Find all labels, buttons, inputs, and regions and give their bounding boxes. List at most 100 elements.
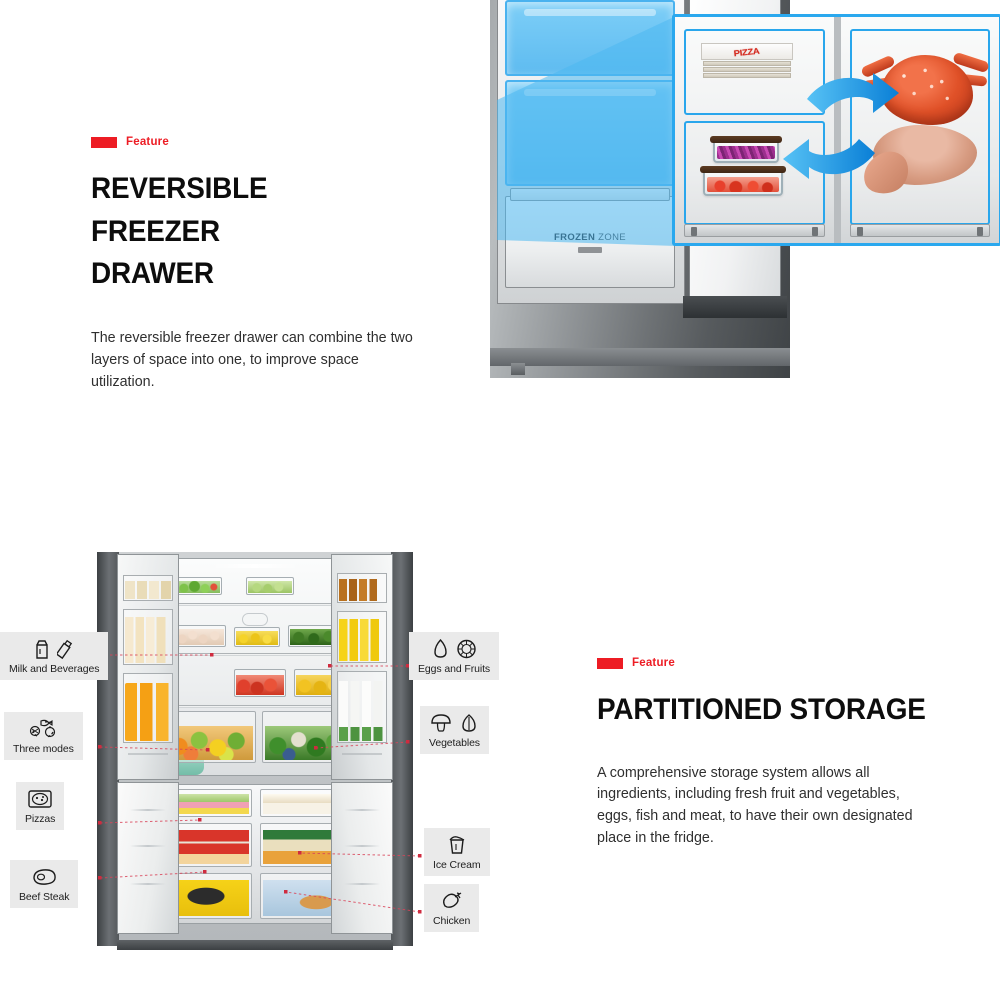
storage-label-eggs-and-fruits[interactable]: Eggs and Fruits	[409, 632, 500, 680]
bin-contents	[236, 675, 284, 695]
fridge-shelf	[157, 705, 353, 708]
pizza-icon	[28, 790, 52, 808]
ice-cream-tub-icon	[449, 836, 465, 854]
bin-contents	[339, 681, 385, 741]
door-rib	[344, 883, 380, 885]
kiwi-icon	[456, 639, 476, 659]
reversible-drawer-callout: PIZZA	[672, 14, 1000, 246]
callout-two-layer-view: PIZZA	[675, 17, 834, 243]
pizza-box-layer	[703, 61, 791, 66]
food-bin-tomatoes	[234, 669, 286, 697]
container-lid	[710, 136, 782, 143]
food-bin-salad	[174, 577, 222, 595]
three-modes-cycle-icon	[30, 719, 56, 738]
bin-contents	[236, 631, 278, 645]
feature-title: REVERSIBLE FREEZER DRAWER	[91, 168, 398, 296]
drawer-contents	[169, 726, 253, 760]
interior-light	[209, 564, 301, 568]
storage-label-chicken[interactable]: Chicken	[424, 884, 480, 932]
door-rib	[130, 845, 166, 847]
chip-icon-group	[432, 638, 477, 660]
chip-icon-group	[23, 718, 63, 740]
feature-tag: Feature	[91, 136, 421, 148]
food-bin-grapes	[246, 577, 294, 595]
feature-description: The reversible freezer drawer can combin…	[91, 329, 413, 390]
feature-text-block-reversible: Feature REVERSIBLE FREEZER DRAWER The rev…	[91, 136, 421, 393]
fridge-right-edge	[391, 552, 413, 946]
chicken-leg-icon	[442, 892, 461, 908]
freezer-door-right	[331, 782, 393, 934]
open-fridge-product-image	[95, 548, 415, 968]
door-rib	[344, 809, 380, 811]
fridge-base	[117, 940, 393, 950]
crab-shell	[880, 55, 973, 125]
door-bin-juice-bottles	[123, 673, 173, 743]
door-bin-jars	[123, 575, 173, 601]
feature-tag-label: Feature	[126, 136, 169, 148]
bin-contents	[248, 581, 292, 593]
bin-contents	[290, 629, 344, 645]
callout-combined-view	[833, 17, 999, 243]
beef-steak-icon	[33, 869, 56, 885]
pizza-box-layer	[703, 73, 791, 78]
feature-tag: Feature	[597, 657, 937, 669]
chip-icon-group	[30, 866, 58, 888]
chip-label: Milk and Beverages	[9, 663, 100, 675]
pizza-box-lid: PIZZA	[701, 43, 793, 60]
feature-title: PARTITIONED STORAGE	[597, 693, 926, 726]
mushroom-icon	[431, 714, 451, 732]
freezer-door-left	[117, 782, 179, 934]
bin-contents	[339, 619, 385, 661]
storage-label-three-modes[interactable]: Three modes	[4, 712, 83, 760]
highlighted-freezer-drawer-lower	[505, 80, 675, 186]
brand-logo-icon	[242, 613, 268, 626]
food-bin-lemons	[234, 627, 280, 647]
pizza-box-layer	[703, 67, 791, 72]
storage-label-milk-and-beverages[interactable]: Milk and Beverages	[0, 632, 109, 680]
frozen-zone-bold: FROZEN	[554, 231, 596, 243]
storage-label-pizzas[interactable]: Pizzas	[16, 782, 65, 830]
feature-text-block-partitioned: Feature PARTITIONED STORAGE A comprehens…	[597, 657, 937, 850]
door-bottom-edge	[683, 296, 787, 318]
feature-tag-label: Feature	[632, 657, 675, 669]
chip-icon-group	[27, 788, 53, 810]
container-contents	[707, 177, 779, 192]
chip-label: Vegetables	[429, 737, 480, 749]
container-contents	[717, 146, 775, 159]
chip-label: Pizzas	[25, 813, 56, 825]
freezer-drawer-containers	[260, 789, 352, 817]
drawer-rail	[849, 224, 990, 237]
chip-icon-group	[447, 834, 467, 856]
storage-label-vegetables[interactable]: Vegetables	[420, 706, 489, 754]
door-bin-milk-bottles	[337, 671, 387, 743]
feature-swatch-icon	[91, 136, 117, 148]
chip-icon-group	[34, 638, 74, 660]
feature-title-line1: REVERSIBLE FREEZER	[91, 172, 268, 248]
fridge-foot	[511, 363, 525, 375]
pizza-box-logo: PIZZA	[733, 45, 761, 58]
frozen-zone-light: ZONE	[598, 231, 626, 243]
storage-label-ice-cream[interactable]: Ice Cream	[424, 828, 490, 876]
milk-carton-icon	[36, 640, 48, 659]
container-lid	[700, 166, 786, 173]
bin-contents	[339, 579, 385, 601]
crab-seafood	[857, 41, 990, 201]
feature-title-line2: DRAWER	[91, 257, 214, 291]
storage-label-beef-steak[interactable]: Beef Steak	[10, 860, 79, 908]
glass-container-tomatoes	[700, 166, 786, 196]
drawer-contents	[163, 794, 249, 814]
fridge-shelf	[157, 653, 353, 656]
chip-icon-group	[440, 890, 464, 912]
bin-contents	[166, 629, 224, 645]
fridge-door-left-upper	[117, 554, 179, 780]
chip-label: Chicken	[433, 915, 471, 927]
garlic-icon	[462, 714, 476, 732]
frozen-zone-badge-icon	[578, 246, 602, 253]
fridge-plinth	[490, 348, 790, 366]
frozen-zone-label: FROZEN ZONE	[554, 232, 626, 243]
fridge-compartment-interior	[151, 558, 359, 776]
section-reversible-freezer-drawer: FROZEN ZONE PIZZA	[91, 0, 1000, 393]
feature-swatch-icon	[597, 657, 623, 669]
bin-contents	[125, 581, 171, 599]
